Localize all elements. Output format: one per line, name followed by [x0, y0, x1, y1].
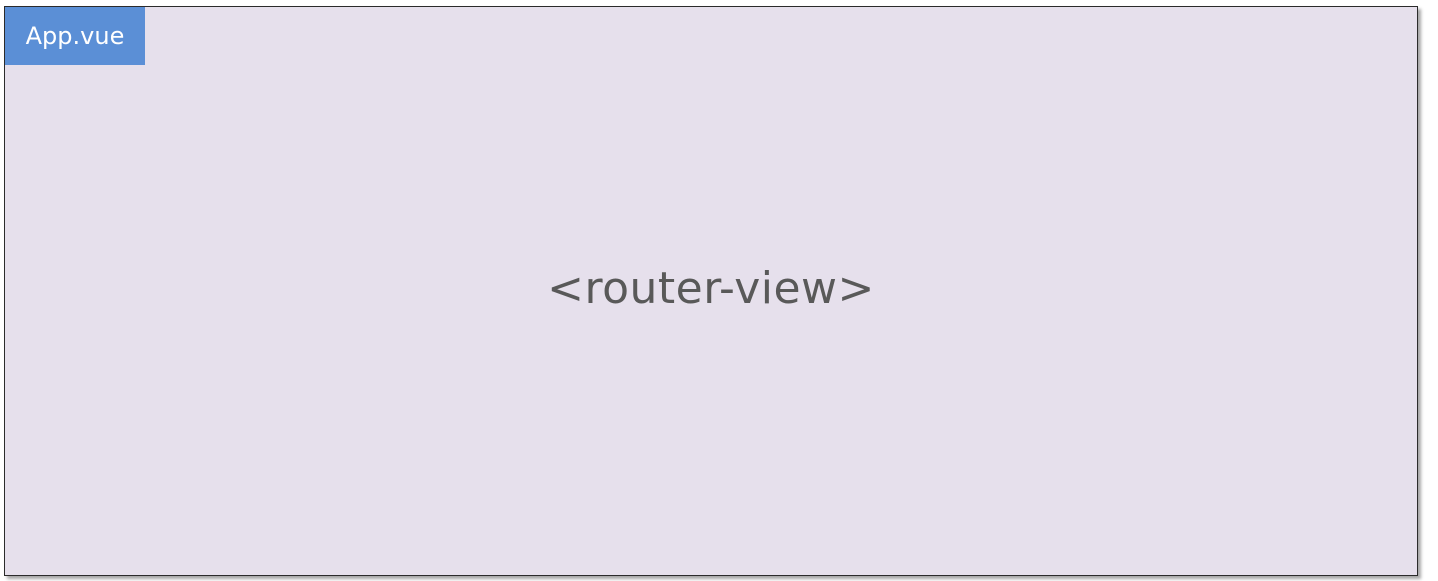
- app-component-frame: App.vue <router-view>: [4, 6, 1418, 576]
- component-name-tag: App.vue: [5, 7, 145, 65]
- router-view-placeholder: <router-view>: [547, 263, 875, 314]
